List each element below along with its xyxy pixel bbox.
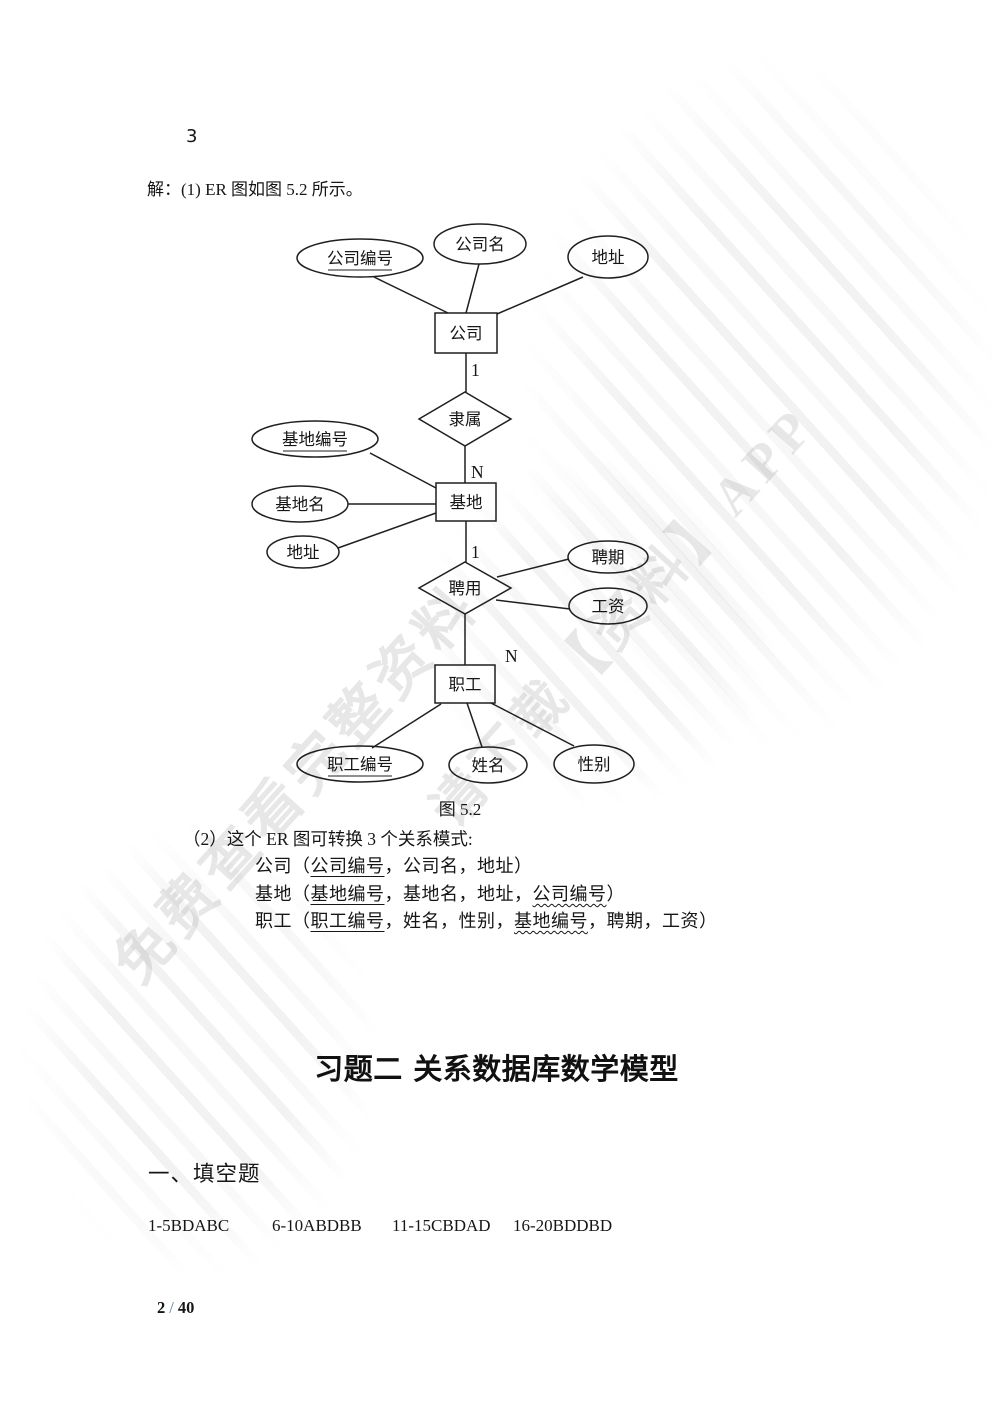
connector-line (490, 702, 575, 747)
schema-text: 基地（ (255, 884, 311, 904)
page-number: 2 (157, 1298, 166, 1317)
subsection-heading: 一、填空题 (148, 1162, 261, 1186)
schema-text: ，聘期，工资） (588, 911, 718, 931)
cardinality-label: 1 (471, 542, 480, 562)
attribute-label: 姓名 (472, 756, 505, 775)
attribute-label: 职工编号 (327, 755, 393, 774)
attribute-ellipse-salary (568, 587, 648, 625)
schema-text: ） (606, 884, 625, 904)
relationship-label: 聘用 (449, 579, 482, 598)
schema-text: ，基地名，地址， (384, 884, 533, 904)
attribute-ellipse-gender (553, 744, 635, 784)
relationship-diamonds: 隶属 聘用 (417, 391, 513, 615)
page-footer: 2/40 (157, 1298, 194, 1318)
section-heading: 习题二 关系数据库数学模型 (314, 1052, 679, 1086)
connector-line (369, 452, 437, 489)
entity-box-employee (434, 664, 496, 704)
attribute-label: 基地编号 (282, 430, 348, 449)
connector-line (496, 276, 584, 315)
connector-lines (337, 263, 584, 749)
attribute-label: 聘期 (592, 548, 625, 567)
entity-rectangles: 公司 基地 职工 (434, 312, 498, 704)
attribute-label: 基地名 (275, 495, 325, 514)
entity-label: 公司 (450, 324, 483, 343)
entity-label: 职工 (449, 675, 482, 694)
entity-label: 基地 (450, 493, 483, 512)
attribute-label: 地址 (287, 543, 320, 562)
entity-box-company (434, 312, 498, 354)
schema-text: 职工（ (255, 911, 311, 931)
attribute-ellipse-base-name (251, 485, 349, 523)
foreign-key-text: 公司编号 (532, 884, 607, 904)
attribute-ellipse-base-id (251, 420, 379, 458)
attribute-label: 性别 (578, 755, 611, 774)
attribute-label: 地址 (592, 248, 625, 267)
relation-schema-company: 公司（公司编号，公司名，地址） (255, 852, 533, 878)
primary-key-text: 基地编号 (310, 884, 385, 904)
figure-caption: 图 5.2 (438, 800, 482, 819)
cardinality-label: N (471, 462, 484, 482)
attribute-ellipse-name (448, 746, 528, 784)
connector-line (495, 599, 571, 610)
cardinality-label: N (505, 646, 518, 666)
answer-group: 11-15CBDAD (392, 1216, 491, 1235)
attribute-ellipse-hire-term (567, 540, 649, 574)
relation-schema-base: 基地（基地编号，基地名，地址，公司编号） (255, 880, 625, 906)
page-separator: / (169, 1298, 174, 1317)
schema-text: 公司（ (255, 856, 311, 876)
attribute-ellipse-company-id (296, 238, 424, 278)
relationship-label: 隶属 (449, 410, 482, 429)
connector-line (337, 512, 437, 549)
relationship-diamond-employ (417, 561, 513, 615)
attribute-ellipse-address-top (567, 235, 649, 279)
attribute-ellipse-address-mid (266, 535, 340, 569)
attribute-label: 公司编号 (327, 249, 393, 268)
problem-number: 3 (186, 126, 198, 147)
primary-key-text: 公司编号 (310, 856, 385, 876)
cardinality-labels: 1 N 1 N (471, 360, 518, 666)
answer-group: 6-10ABDBB (272, 1216, 362, 1235)
attribute-ellipse-company-name (433, 223, 527, 265)
connector-line (373, 276, 449, 314)
cardinality-label: 1 (471, 360, 480, 380)
relations-intro: （2）这个 ER 图可转换 3 个关系模式: (183, 829, 473, 849)
answer-group: 1-5BDABC (148, 1216, 230, 1235)
attribute-ellipses: 公司编号 公司名 地址 基地编号 基地名 地址 聘期 工资 职工编号 姓名 性 (251, 223, 649, 784)
primary-key-text: 职工编号 (310, 911, 385, 931)
relation-schema-employee: 职工（职工编号，姓名，性别，基地编号，聘期，工资） (255, 907, 718, 933)
foreign-key-text: 基地编号 (514, 911, 588, 931)
connector-line (371, 703, 442, 749)
answer-group: 16-20BDDBD (513, 1216, 613, 1235)
entity-box-base (435, 482, 497, 522)
answer-row: 1-5BDABC 6-10ABDBB 11-15CBDAD 16-20BDDBD (0, 1216, 993, 1240)
connector-line (466, 702, 483, 748)
relationship-diamond-subordinate (417, 391, 513, 447)
attribute-label: 工资 (592, 597, 625, 616)
connector-line (496, 558, 570, 578)
schema-text: ，公司名，地址） (384, 856, 533, 876)
er-diagram: 公司编号 公司名 地址 基地编号 基地名 地址 聘期 工资 职工编号 姓名 性 (251, 223, 649, 784)
attribute-ellipse-employee-id (296, 745, 424, 783)
solution-intro: 解：(1) ER 图如图 5.2 所示。 (147, 180, 363, 199)
page-total: 40 (177, 1298, 195, 1317)
connector-line (465, 263, 480, 314)
attribute-label: 公司名 (455, 235, 505, 254)
schema-text: ，姓名，性别， (384, 911, 514, 931)
